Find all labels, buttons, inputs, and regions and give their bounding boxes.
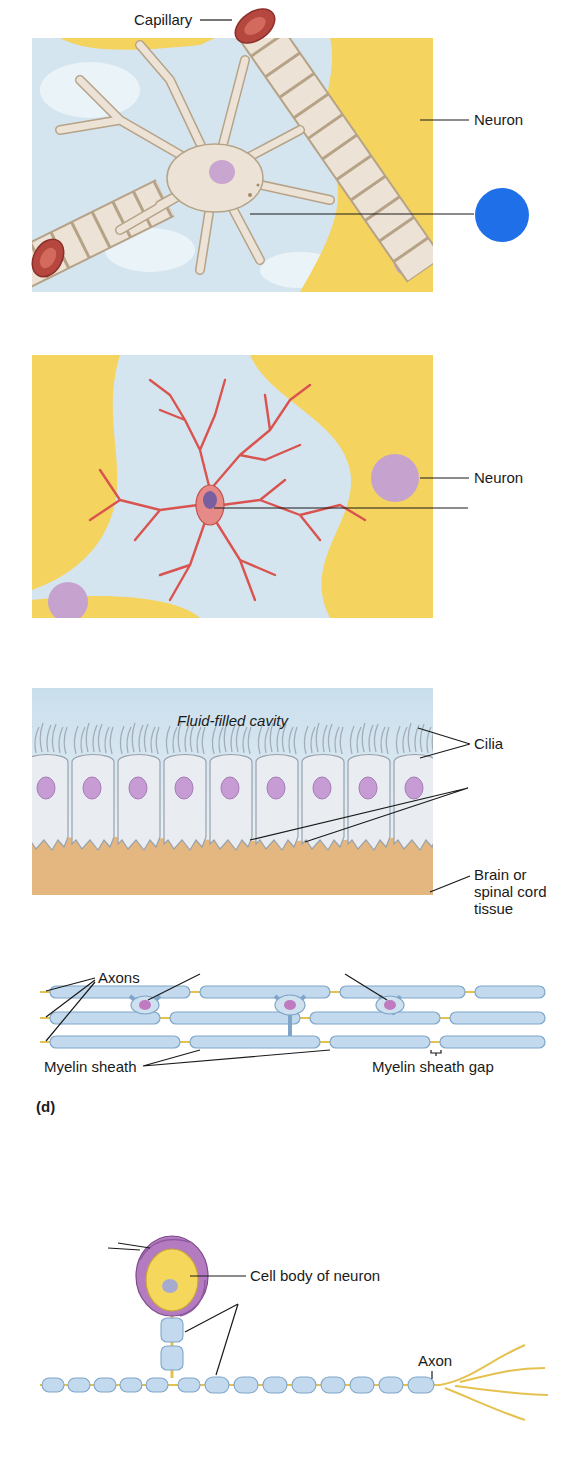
part-label: Cilia: [474, 735, 503, 752]
blue-marker: [475, 188, 529, 242]
part-label: Cell body of neuron: [250, 1267, 380, 1284]
part-label: (d): [36, 1098, 55, 1115]
part-label: Brain or spinal cord tissue: [474, 866, 564, 917]
part-label: Axon: [418, 1352, 452, 1369]
part-label: Myelin sheath gap: [372, 1058, 494, 1075]
part-label: Axons: [98, 969, 140, 986]
part-label: Neuron: [474, 111, 523, 128]
part-label: Capillary: [134, 11, 192, 28]
part-label: Myelin sheath: [44, 1058, 137, 1075]
part-label: Fluid-filled cavity: [160, 712, 305, 729]
part-label: Neuron: [474, 469, 523, 486]
